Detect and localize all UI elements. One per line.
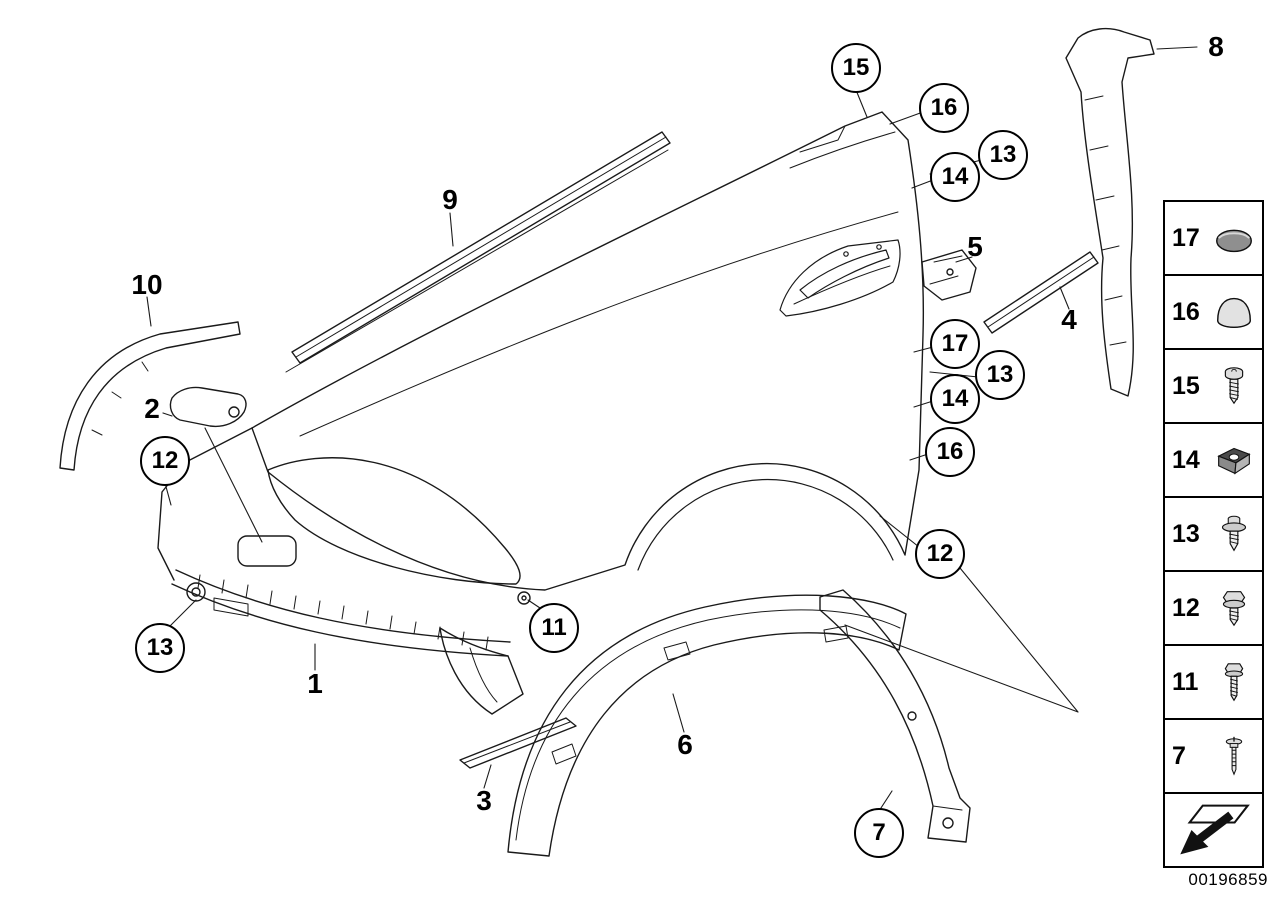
- callout-9[interactable]: 9: [442, 184, 458, 215]
- legend-number: 17: [1172, 223, 1200, 252]
- hood-seal-strip-9: [285, 131, 671, 373]
- hex-screw-icon: [1211, 659, 1257, 705]
- leader-lines: [146, 46, 1198, 812]
- legend-number: 16: [1172, 297, 1200, 326]
- callout-7[interactable]: 7: [854, 808, 904, 858]
- callout-13[interactable]: 13: [135, 623, 185, 673]
- legend-number: 15: [1172, 371, 1200, 400]
- legend-rows: 17 16 15 14 13 12 11 7: [1163, 200, 1264, 794]
- view-direction-cell: [1163, 792, 1264, 868]
- legend-row-15[interactable]: 15: [1163, 348, 1264, 424]
- legend-row-16[interactable]: 16: [1163, 274, 1264, 350]
- legend-number: 12: [1172, 593, 1200, 622]
- legend-row-11[interactable]: 11: [1163, 644, 1264, 720]
- callout-15[interactable]: 15: [831, 43, 881, 93]
- fastener-11-location: [517, 591, 531, 605]
- view-direction-arrow-icon: [1172, 800, 1256, 860]
- callout-12[interactable]: 12: [140, 436, 190, 486]
- arch-support-bracket-7: [819, 589, 971, 843]
- clip-nut-icon: [1211, 437, 1257, 483]
- document-number: 00196859: [1188, 870, 1268, 889]
- callout-16[interactable]: 16: [919, 83, 969, 133]
- fender-side-vent: [779, 239, 901, 317]
- callout-13[interactable]: 13: [978, 130, 1028, 180]
- arch-trim-strip-10: [59, 321, 241, 471]
- side-trim-strip-4: [983, 251, 1099, 334]
- callout-14[interactable]: 14: [930, 152, 980, 202]
- callout-8[interactable]: 8: [1208, 31, 1224, 62]
- legend-row-17[interactable]: 17: [1163, 200, 1264, 276]
- legend-panel: 17 16 15 14 13 12 11 7: [1163, 200, 1264, 868]
- legend-row-13[interactable]: 13: [1163, 496, 1264, 572]
- legend-row-12[interactable]: 12: [1163, 570, 1264, 646]
- legend-row-7[interactable]: 7: [1163, 718, 1264, 794]
- callout-17[interactable]: 17: [930, 319, 980, 369]
- legend-number: 13: [1172, 519, 1200, 548]
- screw-washer-icon: [1211, 511, 1257, 557]
- callout-1[interactable]: 1: [307, 668, 323, 699]
- legend-number: 7: [1172, 741, 1186, 770]
- callout-6[interactable]: 6: [677, 729, 693, 760]
- callout-13[interactable]: 13: [975, 350, 1025, 400]
- bracket-5: [921, 249, 977, 301]
- callout-12[interactable]: 12: [915, 529, 965, 579]
- column-trim-strip-8: [1065, 27, 1155, 397]
- callout-10[interactable]: 10: [131, 269, 163, 300]
- legend-number: 11: [1172, 667, 1199, 696]
- flange-bolt-icon: [1211, 585, 1257, 631]
- dome-cap-icon: [1211, 289, 1257, 335]
- callout-4[interactable]: 4: [1061, 304, 1077, 335]
- legend-row-14[interactable]: 14: [1163, 422, 1264, 498]
- legend-number: 14: [1172, 445, 1200, 474]
- callout-3[interactable]: 3: [476, 785, 492, 816]
- callout-11[interactable]: 11: [529, 603, 579, 653]
- trim-strip-3: [459, 717, 577, 769]
- expansion-rivet-icon: [1211, 733, 1257, 779]
- callout-5[interactable]: 5: [967, 231, 983, 262]
- washer-cover-2: [169, 386, 247, 428]
- callout-16[interactable]: 16: [925, 427, 975, 477]
- cap-plug-icon: [1211, 215, 1257, 261]
- callout-14[interactable]: 14: [930, 374, 980, 424]
- torx-screw-icon: [1211, 363, 1257, 409]
- callout-2[interactable]: 2: [144, 393, 160, 424]
- front-panel-section-1: [157, 427, 524, 715]
